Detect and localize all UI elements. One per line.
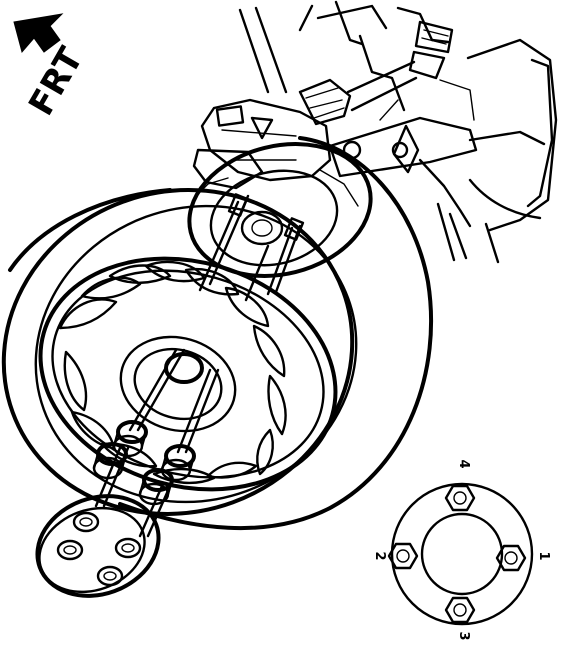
suspension-assembly <box>238 0 558 264</box>
sequence-nut-3 <box>444 596 476 624</box>
sequence-nut-1 <box>495 544 527 572</box>
hub-cap <box>35 494 161 598</box>
wheel-rim <box>38 256 338 492</box>
drive-axle <box>298 20 454 126</box>
front-label: FRT <box>21 40 92 122</box>
sequence-nut-2 <box>387 542 419 570</box>
sequence-label-4: 4 <box>456 459 471 468</box>
hub-cap-nut-recesses <box>56 511 142 587</box>
sequence-nut-4 <box>444 484 476 512</box>
front-direction-indicator: FRT <box>13 13 92 123</box>
sequence-label-1: 1 <box>536 551 551 560</box>
lug-nut <box>138 468 174 506</box>
tightening-sequence-diagram: 1 2 3 4 <box>372 459 551 640</box>
tire <box>1 136 433 531</box>
sequence-label-2: 2 <box>372 551 387 560</box>
lug-nut <box>92 442 128 480</box>
wheel-studs <box>198 193 305 302</box>
front-arrow-icon <box>13 13 64 54</box>
lug-nuts <box>92 420 196 506</box>
wheel-hub <box>187 142 373 278</box>
sequence-label-3: 3 <box>456 631 471 640</box>
